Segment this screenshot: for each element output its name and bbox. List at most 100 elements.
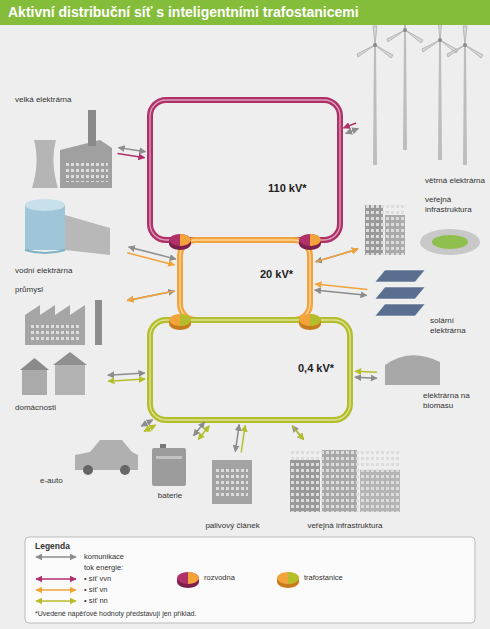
communication-arrow [355,377,377,379]
legend-text: komunikace [84,552,124,562]
legend-text: trafostanice [304,573,343,583]
wind-turbine-icons [357,11,483,165]
communication-arrow [141,420,153,426]
solar-plant-icon [375,270,425,316]
substation-icon [169,234,191,250]
legend-text: • síť vn [84,585,107,595]
facility: baterie [145,440,195,500]
facility-label: baterie [158,491,182,501]
transformer-station-icon-segment [180,314,191,326]
substation-icon-segment [310,234,321,246]
substation-icon-top [169,234,191,246]
households-icon [20,352,87,395]
legend-transformer-icon-segment [288,572,299,584]
energy-flow-arrow [198,426,209,440]
facility-label: velká elektrárna [15,95,71,105]
facility: palivový článek [200,455,265,530]
ring-highlight [150,320,350,420]
facility-label: e-auto [40,476,63,486]
legend-heading: Legenda [35,541,70,551]
legend-text: rozvodna [204,573,235,583]
legend-transformer-icon [277,572,299,588]
voltage-label: 20 kV* [260,268,293,281]
legend-substation-icon [177,572,199,588]
facility-label: palivový článek [205,521,259,531]
biomass-plant-icon [385,355,440,385]
communication-arrow [127,291,174,300]
facility-label: veřejná infrastruktura [425,195,485,214]
communication-arrow [108,373,145,375]
facility-label: domácnosti [15,403,56,413]
transformer-station-icon-segment [310,314,321,326]
battery-icon [152,444,186,486]
communication-arrow [129,247,176,259]
energy-flow-arrow [344,123,357,128]
energy-flow-arrow [127,291,174,300]
facility: solární elektrárna [370,262,485,335]
legend-communication-sample [36,556,76,558]
communication-arrow [292,426,303,440]
facility-label: průmysl [15,285,43,295]
facility: vodní elektrárna [15,195,125,275]
transformer-station-icon-top [169,314,191,326]
energy-flow-arrow [315,284,367,289]
industry-icon [25,300,102,345]
energy-flow-arrow [108,379,145,381]
public-infrastructure-icon [290,450,400,512]
voltage-ring: 0,4 kV* [150,320,350,420]
communication-arrow [346,129,359,134]
ring-highlight [150,100,340,240]
ring-highlight [180,240,310,320]
transformer-station-icon-top [299,314,321,326]
energy-flow-arrow [144,425,156,431]
title-text: Aktivní distribuční síť s inteligentními… [8,4,359,21]
facility: domácnosti [15,350,105,412]
hydro-plant-icon [25,199,110,255]
legend-text: • síť nn [84,596,108,606]
ring-line [150,100,340,240]
energy-flow-arrow [127,253,174,265]
facility: průmysl [15,285,125,345]
facility-label: vodní elektrárna [15,266,72,276]
facility: veřejná infrastruktura [285,440,405,530]
communication-arrow [235,425,239,452]
legend-text: • síť vvn [84,574,111,584]
energy-flow-arrow [316,249,358,262]
voltage-ring: 110 kV* [150,100,340,240]
transformer-station-icon [169,314,191,330]
facility-label: veřejná infrastruktura [307,521,382,531]
energy-flow-arrow [241,425,245,452]
legend-text: tok energie: [84,563,123,573]
legend-transformer-icon-top [277,572,299,584]
substation-icon-segment [180,234,191,246]
energy-flow-arrow [355,371,377,373]
facility: velká elektrárna [15,95,115,190]
communication-arrow [316,249,358,262]
energy-flow-arrow [292,426,303,440]
substation-icon-top [299,234,321,246]
legend-box [25,537,475,623]
communication-arrow [118,148,145,152]
substation-icon [299,234,321,250]
facility: elektrárna na biomasu [380,345,485,410]
facility: veřejná infrastruktura [360,195,485,258]
legend-nn-sample [36,600,76,602]
voltage-ring: 20 kV* [180,240,310,320]
legend-vvn-sample [36,578,76,580]
footnote: *Uvedené napěťové hodnoty představují je… [35,609,196,619]
ring-line [150,320,350,420]
legend-substation-icon-segment [188,572,199,584]
facility-label: solární elektrárna [430,316,485,335]
power-plant-icon [32,110,112,188]
voltage-label: 110 kV* [268,182,307,195]
ring-line [180,240,310,320]
energy-flow-arrow [118,154,145,158]
facility-label: větrná elektrárna [425,176,485,186]
facility: větrná elektrárna [360,15,485,185]
legend-substation-icon-top [177,572,199,584]
facility: e-auto [40,430,140,485]
legend-vn-sample [36,589,76,591]
